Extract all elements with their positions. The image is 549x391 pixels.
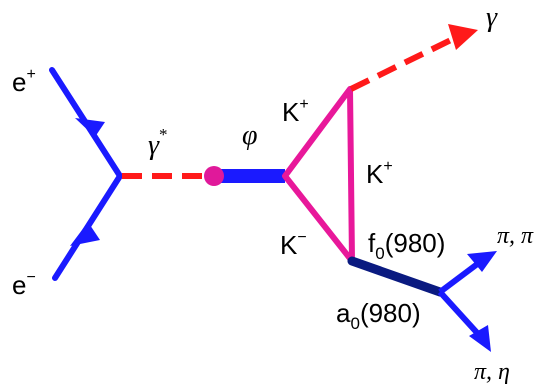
label-k-upper: K+ xyxy=(282,96,309,127)
scalar-meson-line xyxy=(347,256,445,297)
label-f0: f0(980) xyxy=(368,228,446,263)
kaon-loop-triangle xyxy=(282,86,355,264)
final-arrow-lower xyxy=(469,325,491,352)
vertex-blob xyxy=(204,166,224,186)
outgoing-photon-line xyxy=(349,35,457,92)
final-arrow-upper xyxy=(467,251,497,272)
label-final-upper: π, π xyxy=(497,223,534,249)
label-e-plus: e+ xyxy=(12,66,36,97)
label-gamma-star: γ* xyxy=(148,125,168,161)
label-a0: a0(980) xyxy=(336,298,421,333)
final-line-upper xyxy=(438,259,482,295)
electron-arrow-lower xyxy=(70,222,100,246)
label-e-minus: e− xyxy=(12,269,36,300)
label-gamma: γ xyxy=(486,2,498,33)
label-phi: φ xyxy=(242,120,258,151)
label-final-lower: π, η xyxy=(474,359,510,385)
label-k-lower: K− xyxy=(280,229,307,260)
final-line-lower xyxy=(437,289,483,339)
label-k-right: K+ xyxy=(366,158,393,189)
electron-arrow-upper xyxy=(75,118,105,137)
outgoing-photon-arrow xyxy=(448,24,478,50)
